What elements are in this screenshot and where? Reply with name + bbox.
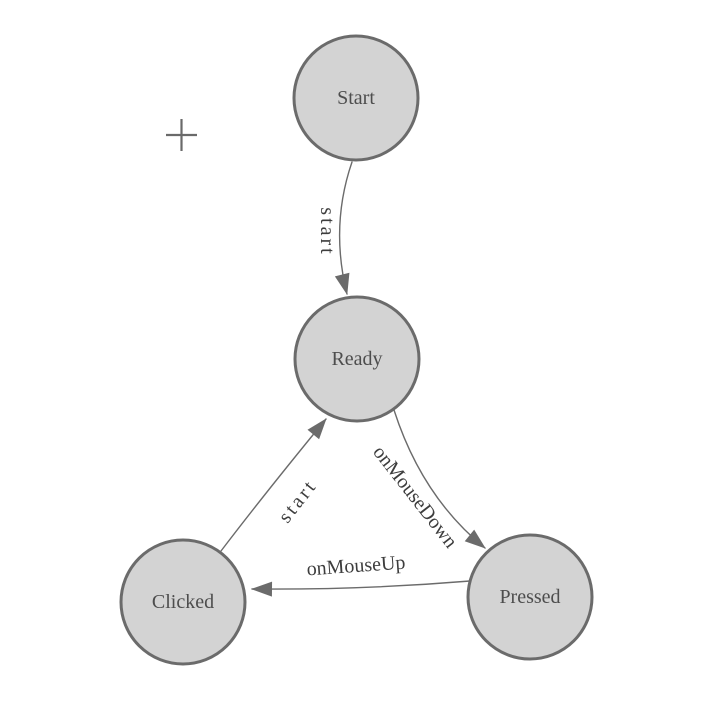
node-start-circle[interactable] [292,34,420,162]
edge-label-start-to-ready: start [316,207,338,256]
node-start-label: Start [337,87,375,109]
edge-ready-to-pressed[interactable] [393,409,486,549]
node-pressed[interactable]: Pressed [466,533,594,661]
edge-label-pressed-to-clicked: onMouseUp [306,552,406,581]
edge-clicked-to-ready[interactable] [220,418,327,552]
edge-label-ready-to-pressed: onMouseDown [368,442,461,553]
node-clicked[interactable]: Clicked [119,538,247,666]
node-ready[interactable]: Ready [293,295,421,423]
node-start[interactable]: Start [292,34,420,162]
node-pressed-label: Pressed [499,586,560,608]
node-clicked-label: Clicked [152,591,214,613]
node-clicked-circle[interactable] [119,538,247,666]
node-pressed-circle[interactable] [466,533,594,661]
edge-pressed-to-clicked[interactable] [251,580,471,597]
crosshair-plus-icon [166,119,197,151]
node-ready-label: Ready [331,348,382,370]
edge-label-clicked-to-ready: start [274,475,322,528]
edge-start-to-ready[interactable] [334,161,353,295]
node-ready-circle[interactable] [293,295,421,423]
